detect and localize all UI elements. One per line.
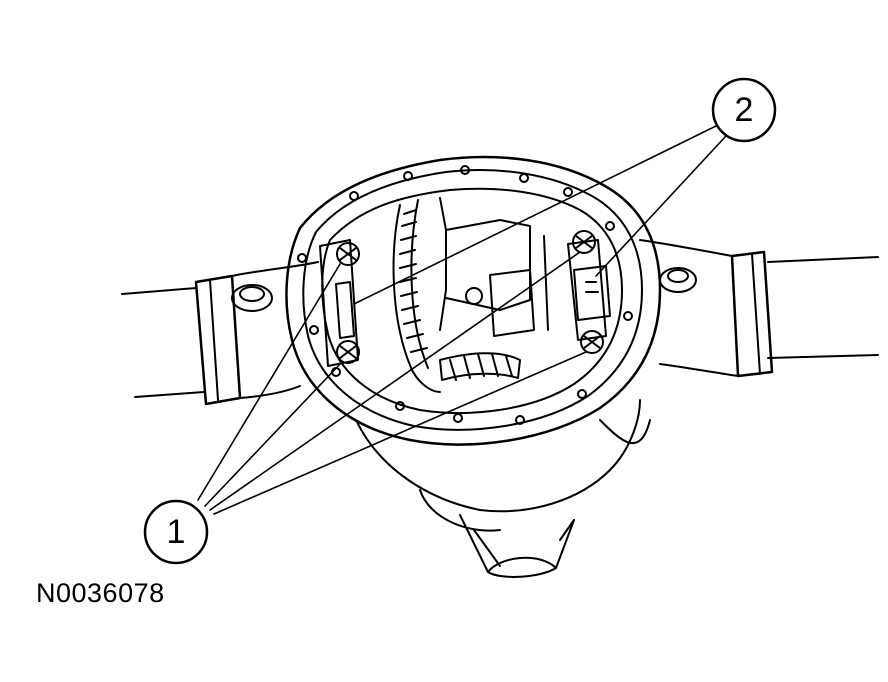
bearing-cap-icon <box>319 239 611 367</box>
left-axle-tube <box>121 261 319 406</box>
right-boss <box>659 267 697 293</box>
callout-2-circle <box>711 77 777 143</box>
callout-1-circle <box>143 499 209 565</box>
bolt-icon <box>336 230 604 364</box>
right-axle-tube <box>639 239 879 378</box>
ring-gear-icon <box>392 197 549 393</box>
figure-id: N0036078 <box>36 578 165 608</box>
left-boss <box>231 284 273 312</box>
leader-lines <box>197 125 727 515</box>
housing-lower <box>355 399 651 578</box>
